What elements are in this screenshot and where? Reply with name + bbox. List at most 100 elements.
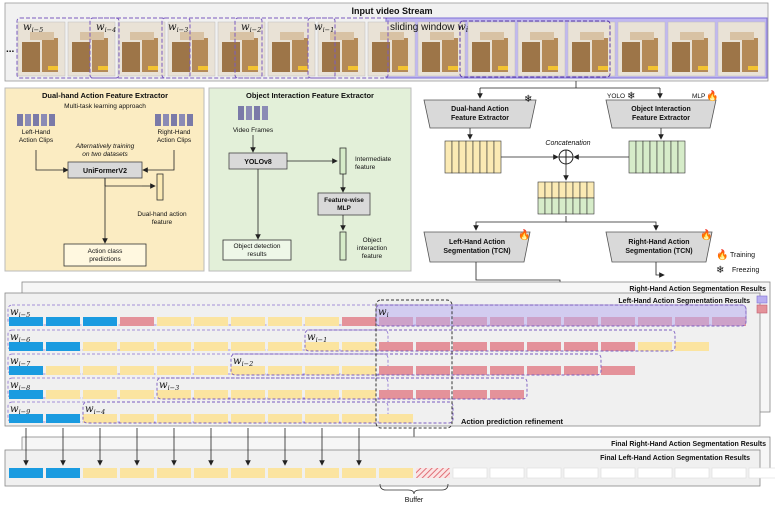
- feature-cell: [472, 140, 481, 174]
- feature-cell: [656, 140, 665, 174]
- segment: [342, 390, 376, 399]
- final-segment: [194, 468, 228, 478]
- left-results-title: Left-Hand Action Segmentation Results: [618, 298, 750, 305]
- segment: [564, 342, 598, 351]
- final-segment: [674, 467, 710, 479]
- feature-cell: [465, 140, 474, 174]
- segment: [453, 366, 487, 375]
- row-label: wi−5: [10, 307, 30, 319]
- box-shape: [422, 42, 440, 72]
- hands-shape: [680, 32, 704, 40]
- hands-shape: [630, 32, 654, 40]
- feature-mlp-box: [317, 192, 371, 216]
- final-segment: [637, 467, 673, 479]
- segment: [46, 317, 80, 326]
- left-clip-icons: [17, 114, 55, 126]
- feature-cell: [458, 140, 467, 174]
- segment: [305, 342, 339, 351]
- feature-cell: [565, 197, 574, 215]
- action-predictions-box: [63, 243, 147, 267]
- object-shape: [198, 66, 208, 70]
- segment: [46, 366, 80, 375]
- box-shape: [442, 38, 458, 72]
- segment: [453, 390, 487, 399]
- segment: [268, 366, 302, 375]
- row-label: wi−6: [10, 332, 30, 344]
- final-segment: [268, 468, 302, 478]
- segment: [46, 414, 80, 423]
- box-shape: [22, 42, 40, 72]
- segment: [527, 342, 561, 351]
- feature-cell: [670, 140, 679, 174]
- final-segment: [452, 467, 488, 479]
- window-box: [16, 17, 120, 79]
- inner-window-box: [82, 401, 454, 424]
- yolov8-label: YOLOv8: [244, 159, 272, 166]
- freeze-icon-yolo: ❄: [627, 91, 635, 102]
- segment: [231, 414, 265, 423]
- box-shape: [322, 42, 340, 72]
- stream-title: Input video Stream: [351, 6, 432, 16]
- final-segment: [120, 468, 154, 478]
- final-segment: [711, 467, 747, 479]
- segment: [83, 317, 117, 326]
- segment: [268, 317, 302, 326]
- box-shape: [172, 42, 190, 72]
- buffer-brace: [379, 483, 449, 495]
- segment: [83, 414, 117, 423]
- fire-icon-mlp: 🔥: [706, 89, 718, 102]
- box-shape: [642, 38, 658, 72]
- segment: [231, 366, 265, 375]
- concat-label: Concatenation: [545, 140, 590, 147]
- feature-cell: [537, 197, 546, 215]
- segment: [231, 390, 265, 399]
- final-segment: [157, 468, 191, 478]
- hands-shape: [80, 32, 104, 40]
- right-results-title: Right-Hand Action Segmentation Results: [629, 286, 766, 293]
- segment: [638, 342, 672, 351]
- final-arrows: [23, 428, 362, 466]
- object-extractor-box: [605, 99, 717, 129]
- object-shape: [498, 66, 508, 70]
- segment: [601, 366, 635, 375]
- object-shape: [748, 66, 758, 70]
- segment: [120, 342, 154, 351]
- mlp-label: MLP: [692, 93, 705, 100]
- inner-window-label: wi−1: [307, 332, 327, 344]
- final-segment: [563, 467, 599, 479]
- object-shape: [98, 66, 108, 70]
- hands-shape: [180, 32, 204, 40]
- legend-freezing: Freezing: [732, 267, 759, 274]
- legend-snow-icon: ❄: [716, 265, 724, 276]
- video-frames-label: Video Frames: [233, 127, 274, 134]
- hands-shape: [530, 32, 554, 40]
- box-shape: [122, 42, 140, 72]
- final-segment: [526, 467, 562, 479]
- sliding-window-label: sliding window wi: [390, 22, 468, 34]
- object-shape: [248, 66, 258, 70]
- dual-feature-map: [444, 140, 502, 174]
- frame-icons: [238, 106, 268, 120]
- hands-shape: [130, 32, 154, 40]
- box-shape: [742, 38, 758, 72]
- box-shape: [222, 42, 240, 72]
- object-feature-bar: [339, 231, 347, 261]
- video-frames: [17, 21, 766, 77]
- feature-cell: [572, 181, 581, 199]
- object-feature-map: [628, 140, 686, 174]
- segment: [601, 342, 635, 351]
- box-shape: [472, 42, 490, 72]
- right-tcn-box: [605, 231, 713, 263]
- feature-cell: [586, 197, 595, 215]
- dual-extractor-box: [423, 99, 537, 129]
- segment: [379, 342, 413, 351]
- window-label: wi−3: [168, 22, 188, 34]
- box-shape: [142, 38, 158, 72]
- refinement-label: Action prediction refinement: [461, 417, 564, 426]
- box-shape: [292, 38, 308, 72]
- feature-cell: [544, 181, 553, 199]
- stream-ellipsis: ...: [6, 44, 15, 55]
- dual-feature-bar: [156, 173, 164, 201]
- segment: [83, 366, 117, 375]
